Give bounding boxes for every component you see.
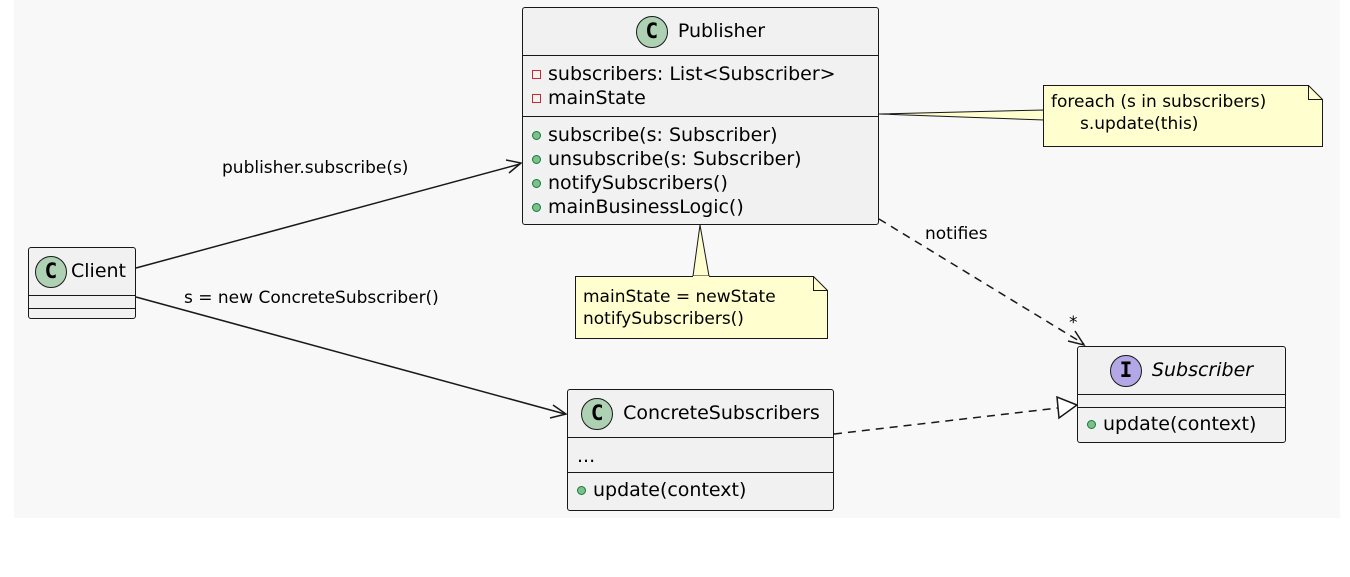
note-line: s.update(this) <box>1080 114 1199 134</box>
subscriber-interface[interactable]: I Subscriber update(context) <box>1077 346 1286 443</box>
field: subscribers: List<Subscriber> <box>523 62 878 86</box>
publisher-class[interactable]: C Publisher subscribers: List<Subscriber… <box>522 7 879 225</box>
publisher-note: foreach (s in subscribers) s.update(this… <box>1043 85 1323 147</box>
class-icon: C <box>35 255 67 288</box>
publisher-methods: subscribe(s: Subscriber) unsubscribe(s: … <box>523 117 878 223</box>
method-text: subscribe(s: Subscriber) <box>548 123 778 146</box>
method-text: mainBusinessLogic() <box>548 195 744 218</box>
private-icon <box>532 93 541 103</box>
method-text: notifySubscribers() <box>548 171 728 194</box>
client-class[interactable]: C Client <box>28 247 136 319</box>
field: mainState <box>523 86 878 110</box>
note-anchor-publisher <box>878 109 1045 121</box>
method: unsubscribe(s: Subscriber) <box>523 147 878 171</box>
note-shape <box>575 276 828 339</box>
arrowhead-subscriber <box>1067 330 1086 347</box>
edge-client-concrete <box>135 296 566 415</box>
public-icon <box>532 154 541 164</box>
concrete-fields: ... <box>568 438 833 473</box>
subscriber-fields <box>1078 395 1285 408</box>
class-name: ConcreteSubscribers <box>623 402 820 424</box>
class-name: Client <box>71 260 127 282</box>
note-shape <box>1043 85 1323 147</box>
label-multiplicity: * <box>1069 313 1078 333</box>
private-icon <box>532 69 541 79</box>
client-fields <box>29 296 135 309</box>
note-text: mainState = newState notifySubscribers() <box>583 286 776 330</box>
method: subscribe(s: Subscriber) <box>523 123 878 147</box>
note-anchor-state <box>692 224 710 277</box>
public-icon <box>1087 419 1096 429</box>
concrete-header: C ConcreteSubscribers <box>568 390 833 438</box>
edge-publisher-subscriber <box>878 218 1085 345</box>
public-icon <box>532 202 541 212</box>
class-icon: C <box>581 397 614 430</box>
arrowhead-concrete <box>549 404 568 419</box>
subscriber-methods: update(context) <box>1078 408 1285 440</box>
state-note: mainState = newState notifySubscribers() <box>575 276 828 339</box>
subscriber-header: I Subscriber <box>1078 347 1285 395</box>
note-line: foreach (s in subscribers) <box>1051 92 1267 112</box>
label-new-subscriber: s = new ConcreteSubscriber() <box>184 288 439 308</box>
class-name: Publisher <box>677 20 766 42</box>
concrete-methods: update(context) <box>568 473 833 506</box>
client-header: C Client <box>29 248 135 296</box>
method-text: unsubscribe(s: Subscriber) <box>548 147 802 170</box>
class-icon: C <box>635 15 668 48</box>
edge-realization <box>833 407 1059 435</box>
publisher-fields: subscribers: List<Subscriber> mainState <box>523 56 878 117</box>
public-icon <box>532 178 541 188</box>
publisher-header: C Publisher <box>523 8 878 56</box>
method: notifySubscribers() <box>523 171 878 195</box>
field-text: ... <box>577 445 596 467</box>
field-text: mainState <box>548 86 646 109</box>
field-text: subscribers: List<Subscriber> <box>548 62 836 85</box>
method: update(context) <box>1078 412 1285 436</box>
public-icon <box>577 485 586 495</box>
public-icon <box>532 130 541 140</box>
edge-client-publisher <box>135 163 521 269</box>
note-line: mainState = newState <box>583 287 776 307</box>
method-text: update(context) <box>1103 412 1257 435</box>
concrete-subscribers-class[interactable]: C ConcreteSubscribers ... update(context… <box>567 389 834 511</box>
label-subscribe: publisher.subscribe(s) <box>222 158 409 178</box>
client-methods <box>29 309 135 319</box>
interface-name: Subscriber <box>1151 359 1254 381</box>
method-text: update(context) <box>593 478 747 501</box>
label-notifies: notifies <box>925 224 988 244</box>
method: update(context) <box>568 478 833 502</box>
arrowhead-publisher <box>505 159 523 174</box>
method: mainBusinessLogic() <box>523 195 878 219</box>
interface-icon: I <box>1109 354 1142 387</box>
note-text: foreach (s in subscribers) s.update(this… <box>1051 91 1266 135</box>
note-line: notifySubscribers() <box>583 309 744 329</box>
realization-triangle <box>1056 395 1079 420</box>
